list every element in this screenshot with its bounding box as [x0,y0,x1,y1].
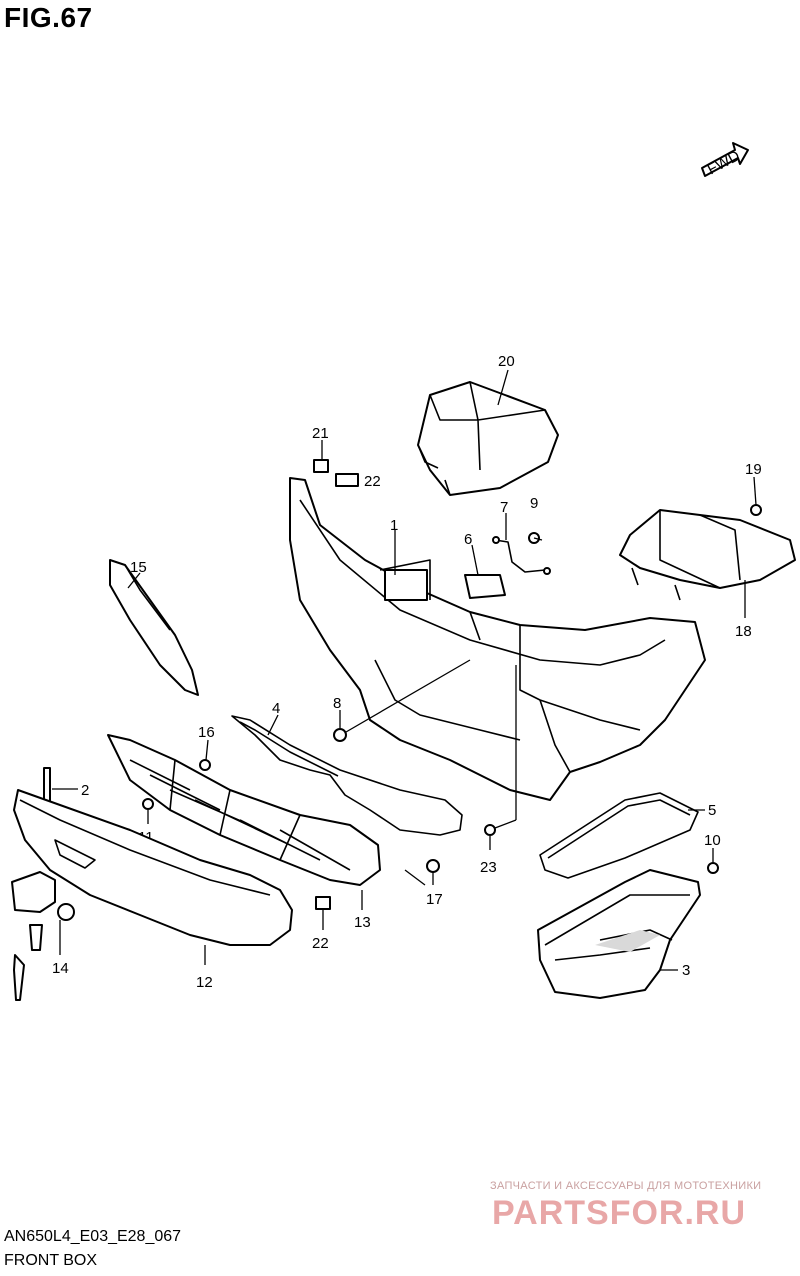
part-5-lower-gasket [539,792,699,879]
callout-14: 14 [52,960,69,977]
part-7-cable [492,536,551,575]
part-19-screw [750,504,762,516]
callout-10: 10 [704,832,721,849]
watermark-tagline: ЗАПЧАСТИ И АКСЕССУАРЫ ДЛЯ МОТОТЕХНИКИ [490,1180,762,1192]
callout-15: 15 [130,559,147,576]
callout-22-upper: 22 [364,473,381,490]
part-17-clip [404,859,440,886]
callout-1: 1 [390,517,398,534]
part-22-nut-lower [315,896,331,910]
part-18-right-pocket [619,509,796,601]
part-22-nut-upper [335,473,359,487]
callout-2: 2 [81,782,89,799]
part-14-lock-icon [11,871,75,1001]
callout-19: 19 [745,461,762,478]
callout-5: 5 [708,802,716,819]
callout-12: 12 [196,974,213,991]
callout-7: 7 [500,499,508,516]
watermark-logo: PARTSFOR.RU [492,1194,747,1232]
part-3-lower-tray [537,869,701,999]
model-code: AN650L4_E03_E28_067 [4,1228,182,1245]
part-12-front-cover [13,789,293,946]
figure-subtitle: FRONT BOX [4,1252,98,1269]
callout-8: 8 [333,695,341,712]
part-20-upper-cover [417,381,559,496]
figure-title: FIG.67 [4,2,93,33]
callout-23: 23 [480,859,497,876]
callout-22-lower: 22 [312,935,329,952]
callout-3: 3 [682,962,690,979]
callout-16: 16 [198,724,215,741]
fwd-label: FWD [705,147,743,178]
fwd-arrow-icon: FWD [701,142,749,178]
part-23-screw [484,665,517,836]
part-13-grille [107,734,381,886]
part-6-pad [464,574,506,599]
part-8-bolt [333,659,471,742]
part-21-clip [313,459,329,473]
part-15-side-trim [109,559,199,696]
part-10-screw [707,862,719,874]
callout-6: 6 [464,531,472,548]
callout-13: 13 [354,914,371,931]
part-11-screw [142,798,154,810]
part-16-screw [199,759,211,771]
part-4-gasket [231,715,463,836]
callout-17: 17 [426,891,443,908]
callout-20: 20 [498,353,515,370]
callout-9: 9 [530,495,538,512]
part-9-screw [528,532,543,544]
callout-18: 18 [735,623,752,640]
callout-21: 21 [312,425,329,442]
callout-4: 4 [272,700,280,717]
part-1-inner-panel [289,477,706,801]
